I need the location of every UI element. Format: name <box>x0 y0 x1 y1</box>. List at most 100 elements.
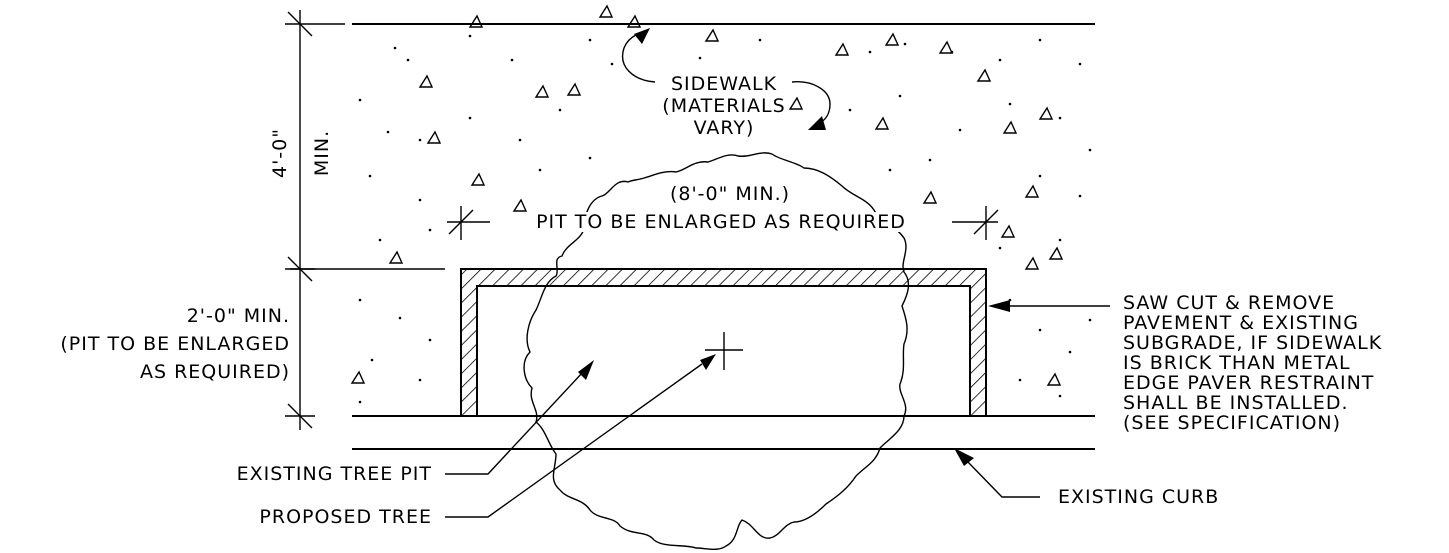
stipple-dot <box>370 358 374 362</box>
dimension-2ft-line-1: 2'-0" MIN. <box>186 305 290 327</box>
stipple-triangle <box>884 32 900 46</box>
stipple-dot <box>848 108 852 112</box>
dimension-4ft-label: 4'-0" <box>269 128 291 178</box>
sidewalk-arrowhead-left <box>634 28 650 44</box>
existing-curb-leader <box>965 459 1040 498</box>
existing-tree-pit-arrowhead <box>578 360 594 380</box>
stipple-dot <box>1038 174 1042 178</box>
stipple-dot <box>428 338 432 342</box>
stipple-triangle <box>426 130 442 144</box>
stipple-dot <box>588 156 592 160</box>
stipple-dot <box>928 158 932 162</box>
sidewalk-label-line-3: VARY) <box>693 117 755 139</box>
stipple-triangle <box>938 40 954 54</box>
stipple-triangle <box>704 28 720 42</box>
stipple-dot <box>406 58 410 62</box>
stipple-triangle <box>388 250 404 264</box>
pit-enlarged-label: PIT TO BE ENLARGED AS REQUIRED <box>490 212 952 232</box>
proposed-tree-label: PROPOSED TREE <box>259 506 432 528</box>
stipple-dot <box>558 108 562 112</box>
stipple-dot <box>468 34 472 38</box>
stipple-dot <box>358 400 362 404</box>
stipple-triangle <box>1024 184 1040 198</box>
stipple-triangle <box>922 190 938 204</box>
stipple-dot <box>378 238 382 242</box>
stipple-dot <box>418 198 422 202</box>
stipple-dot <box>698 56 702 60</box>
saw-cut-line-5: EDGE PAVER RESTRAINT <box>1123 372 1375 394</box>
stipple-dot <box>998 58 1002 62</box>
dimension-2ft-line-2: (PIT TO BE ENLARGED <box>60 333 290 355</box>
saw-cut-line-6: SHALL BE INSTALLED. <box>1123 392 1349 414</box>
existing-curb-label: EXISTING CURB <box>1058 486 1220 508</box>
stipple-triangle <box>834 42 850 56</box>
stipple-dot <box>610 62 614 66</box>
stipple-triangle <box>350 370 366 384</box>
stipple-dot <box>1058 116 1062 120</box>
saw-cut-line-4: IS BRICK THAN METAL <box>1123 352 1351 374</box>
stipple-dot <box>1018 378 1022 382</box>
stipple-dot <box>888 168 892 172</box>
saw-cut-line-1: SAW CUT & REMOVE <box>1123 292 1336 314</box>
stipple-triangle <box>1048 246 1064 260</box>
stipple-triangle <box>566 82 582 96</box>
stipple-dot <box>1088 148 1092 152</box>
stipple-triangle <box>1000 224 1016 238</box>
stipple-dot <box>368 174 372 178</box>
stipple-triangle <box>470 172 486 186</box>
tree-pit-frame <box>460 268 987 416</box>
stipple-dot <box>1038 328 1042 332</box>
pit-width-8ft-label: (8'-0" MIN.) <box>669 183 791 205</box>
stipple-triangle <box>598 4 614 18</box>
stipple-dot <box>538 168 542 172</box>
stipple-dot <box>868 50 872 54</box>
stipple-dot <box>398 316 402 320</box>
stipple-dot <box>1088 318 1092 322</box>
proposed-tree-leader <box>445 363 703 518</box>
sidewalk-label-line-2: (MATERIALS <box>662 95 786 117</box>
stipple-dot <box>428 228 432 232</box>
saw-cut-arrowhead <box>988 300 1010 312</box>
sidewalk-arrow-right <box>791 81 831 125</box>
stipple-dot <box>418 378 422 382</box>
stipple-dot <box>393 46 397 50</box>
dimension-4ft-min-label: MIN. <box>311 129 333 177</box>
stipple-dot <box>1078 194 1082 198</box>
stipple-dot <box>468 116 472 120</box>
stipple-triangle <box>626 14 642 28</box>
stipple-dot <box>903 42 907 46</box>
stipple-triangle <box>418 74 434 88</box>
saw-cut-line-3: SUBGRADE, IF SIDEWALK <box>1123 332 1383 354</box>
stipple-triangle <box>1046 372 1062 386</box>
stipple-triangle <box>1038 106 1054 120</box>
proposed-tree-arrowhead <box>700 354 716 370</box>
stipple-dot <box>358 298 362 302</box>
stipple-dot <box>998 246 1002 250</box>
stipple-triangle <box>534 84 550 98</box>
existing-curb-arrowhead <box>954 448 974 466</box>
stipple-triangle <box>468 14 484 28</box>
stipple-dot <box>1008 102 1012 106</box>
stipple-triangle <box>512 198 528 212</box>
dimension-4ft <box>285 10 345 430</box>
stipple-dot <box>510 58 514 62</box>
existing-tree-pit-label: EXISTING TREE PIT <box>236 463 432 485</box>
saw-cut-line-7: (SEE SPECIFICATION) <box>1123 412 1342 434</box>
stipple-dot <box>1068 350 1072 354</box>
stipple-dot <box>588 38 592 42</box>
stipple-dot <box>1058 394 1062 398</box>
saw-cut-line-2: PAVEMENT & EXISTING <box>1123 312 1359 334</box>
dimension-pit-width <box>447 206 999 240</box>
stipple-triangle <box>976 68 992 82</box>
stipple-dot <box>898 94 902 98</box>
stipple-triangle <box>788 96 804 110</box>
stipple-dot <box>1058 238 1062 242</box>
stipple-dot <box>758 38 762 42</box>
stipple-dot <box>1078 62 1082 66</box>
tree-canopy-outline <box>523 152 910 550</box>
dimension-2ft-line-3: AS REQUIRED) <box>139 361 290 383</box>
stipple-triangle <box>1024 256 1040 270</box>
stipple-dot <box>358 98 362 102</box>
stipple-triangle <box>1002 120 1018 134</box>
